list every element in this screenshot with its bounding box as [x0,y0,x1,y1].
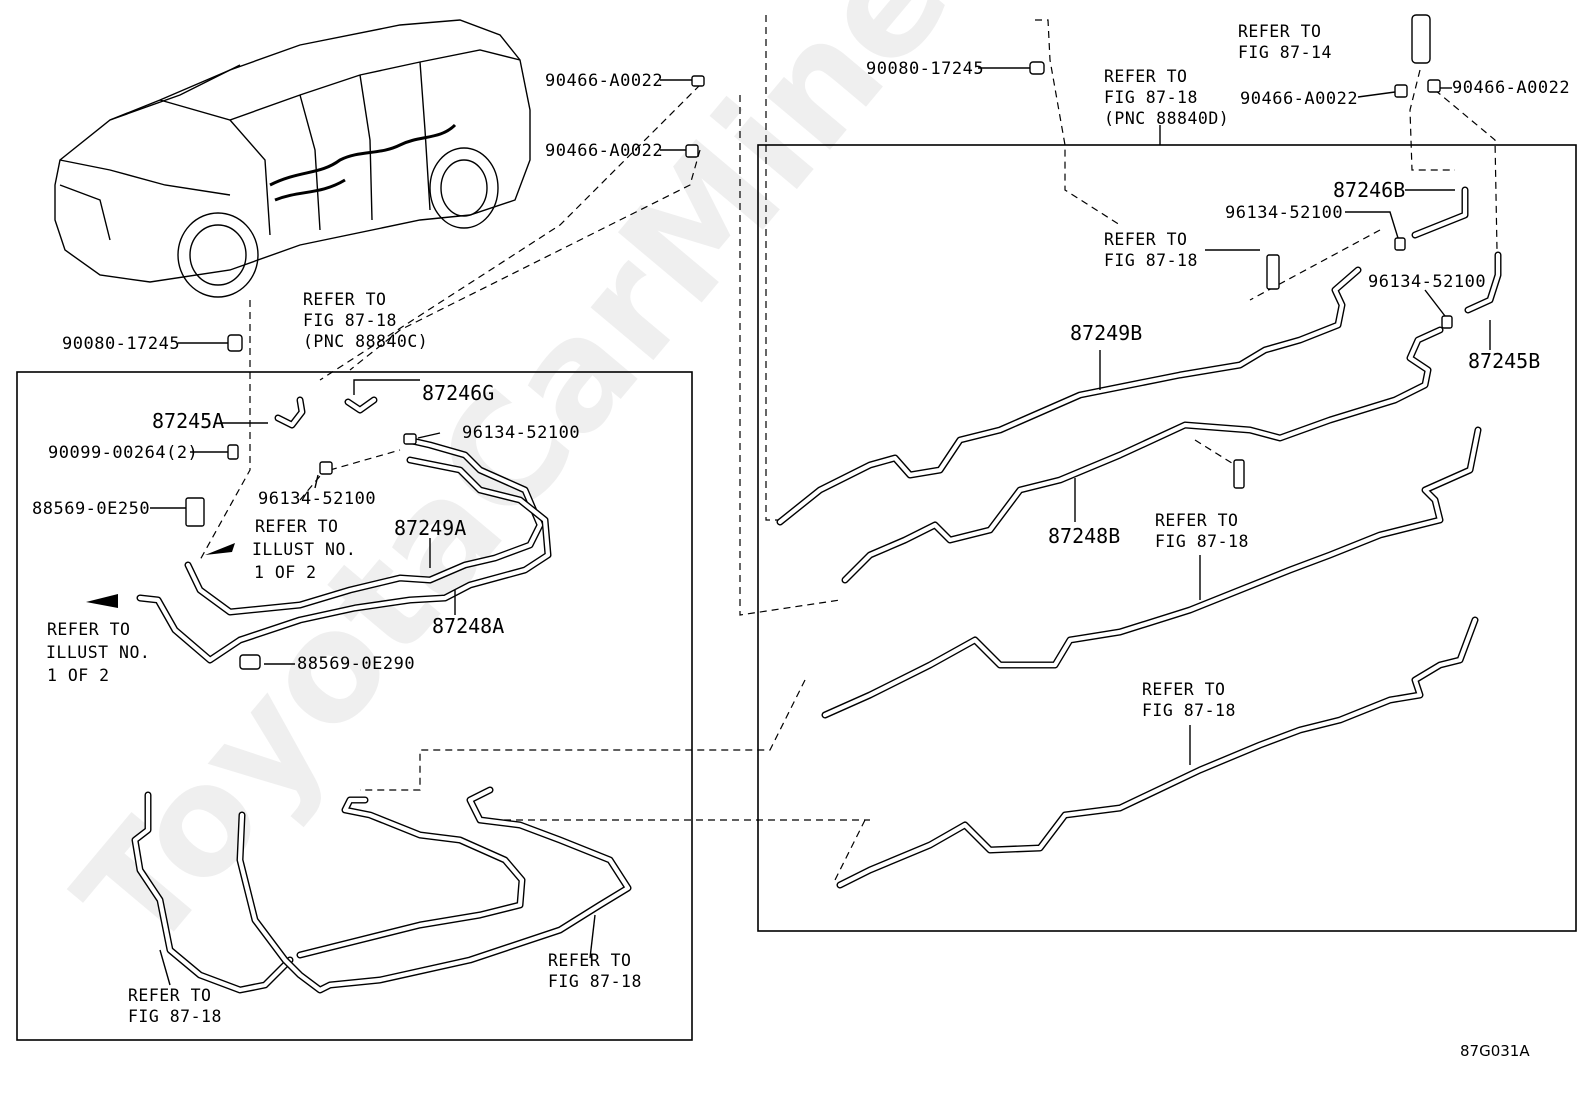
ref-illust-b-line2: ILLUST NO. [46,643,150,662]
clamp-96134-r1 [1394,237,1406,251]
pipe-87249B [776,266,1362,526]
ref-pnc-c-line1: REFER TO [303,290,386,309]
hose-87245A [274,396,306,429]
pipe-bottom-left-1 [131,791,294,994]
figure-code: 87G031A [1460,1042,1530,1060]
ref-87-14-line2: FIG 87-14 [1238,43,1332,62]
ref-illust-b-line3: 1 OF 2 [47,666,110,685]
clips [185,14,1453,670]
clip-90466-top2 [685,144,699,158]
ref-r2-line2: FIG 87-18 [1155,532,1249,551]
clamp-96134-r2 [1441,315,1453,329]
label-90080-top: 90080-17245 [866,59,984,79]
grommet-90080-left [227,334,243,352]
label-90466-r1: 90466-A0022 [1240,89,1358,109]
label-87245B: 87245B [1468,349,1540,373]
label-88569-0E290: 88569-0E290 [297,654,415,674]
ref-bm-line1: REFER TO [548,951,631,970]
ref-illust-a-line2: ILLUST NO. [252,540,356,559]
label-96134-r1: 96134-52100 [1225,203,1343,223]
ref-bl-line1: REFER TO [128,986,211,1005]
hose-87246G [344,396,378,414]
pipe-bottom-left-2 [236,786,632,994]
bracket-right [1266,254,1280,290]
label-87245A: 87245A [152,409,224,433]
arrow-illust-b-icon [86,594,118,608]
pipe-right-lower-1 [821,426,1482,719]
label-96134-l2: 96134-52100 [258,489,376,509]
label-96134-l1: 96134-52100 [462,423,580,443]
solid-leaders [150,67,1491,986]
ref-r3-line1: REFER TO [1142,680,1225,699]
grommet-90080-top [1029,61,1045,75]
ref-illust-a-line1: REFER TO [255,517,338,536]
ref-pnc-d-line3: (PNC 88840D) [1104,109,1229,128]
ref-pnc-d-line1: REFER TO [1104,67,1187,86]
clip-90466-top1 [691,75,705,87]
label-87246B: 87246B [1333,178,1405,202]
ref-pnc-d-line2: FIG 87-18 [1104,88,1198,107]
ref-pnc-c-line2: FIG 87-18 [303,311,397,330]
bolt-90099 [227,444,239,460]
label-90466-top1: 90466-A0022 [545,71,663,91]
pipe-right-lower-2 [836,616,1479,889]
ref-bl-line2: FIG 87-18 [128,1007,222,1026]
bracket-right-mid [1233,459,1245,489]
clip-90466-r2 [1427,79,1441,93]
right-box-frame [757,144,1577,932]
ref-bm-line2: FIG 87-18 [548,972,642,991]
clamp-96134-l1 [403,433,417,445]
pipe-bottom-left-3 [296,796,526,959]
arrow-illust-a-icon [205,543,235,555]
label-88569-0E250: 88569-0E250 [32,499,150,519]
vehicle-illustration [54,19,531,298]
ref-r1-line1: REFER TO [1104,230,1187,249]
ref-illust-b-line1: REFER TO [47,620,130,639]
label-87249B: 87249B [1070,321,1142,345]
hose-87246B [1411,186,1469,239]
ref-r1-line2: FIG 87-18 [1104,251,1198,270]
label-87249A: 87249A [394,516,466,540]
label-90080-left: 90080-17245 [62,334,180,354]
pipe-87248A [136,456,552,664]
pipe-87248B [841,326,1444,584]
label-96134-r2: 96134-52100 [1368,272,1486,292]
clamp-96134-l2 [319,461,333,475]
ref-87-14-line1: REFER TO [1238,22,1321,41]
label-87246G: 87246G [422,381,494,405]
label-90099: 90099-00264(2) [48,443,198,463]
hose-87245B [1464,251,1502,314]
ref-pnc-c-line3: (PNC 88840C) [303,332,428,351]
ref-r2-line1: REFER TO [1155,511,1238,530]
hose-top-right [1411,14,1431,64]
left-box-frame [16,371,693,1041]
label-87248B: 87248B [1048,524,1120,548]
label-90466-top2: 90466-A0022 [545,141,663,161]
label-90466-r2: 90466-A0022 [1452,78,1570,98]
ref-r3-line2: FIG 87-18 [1142,701,1236,720]
clamp-88569-0E290 [239,654,261,670]
labels: 90466-A0022 90466-A0022 90080-17245 9008… [32,22,1570,1060]
clip-90466-r1 [1394,84,1408,98]
pipe-87249A [184,436,544,616]
bracket-88569-0E250 [185,497,205,527]
label-87248A: 87248A [432,614,504,638]
ref-illust-a-line3: 1 OF 2 [254,563,317,582]
